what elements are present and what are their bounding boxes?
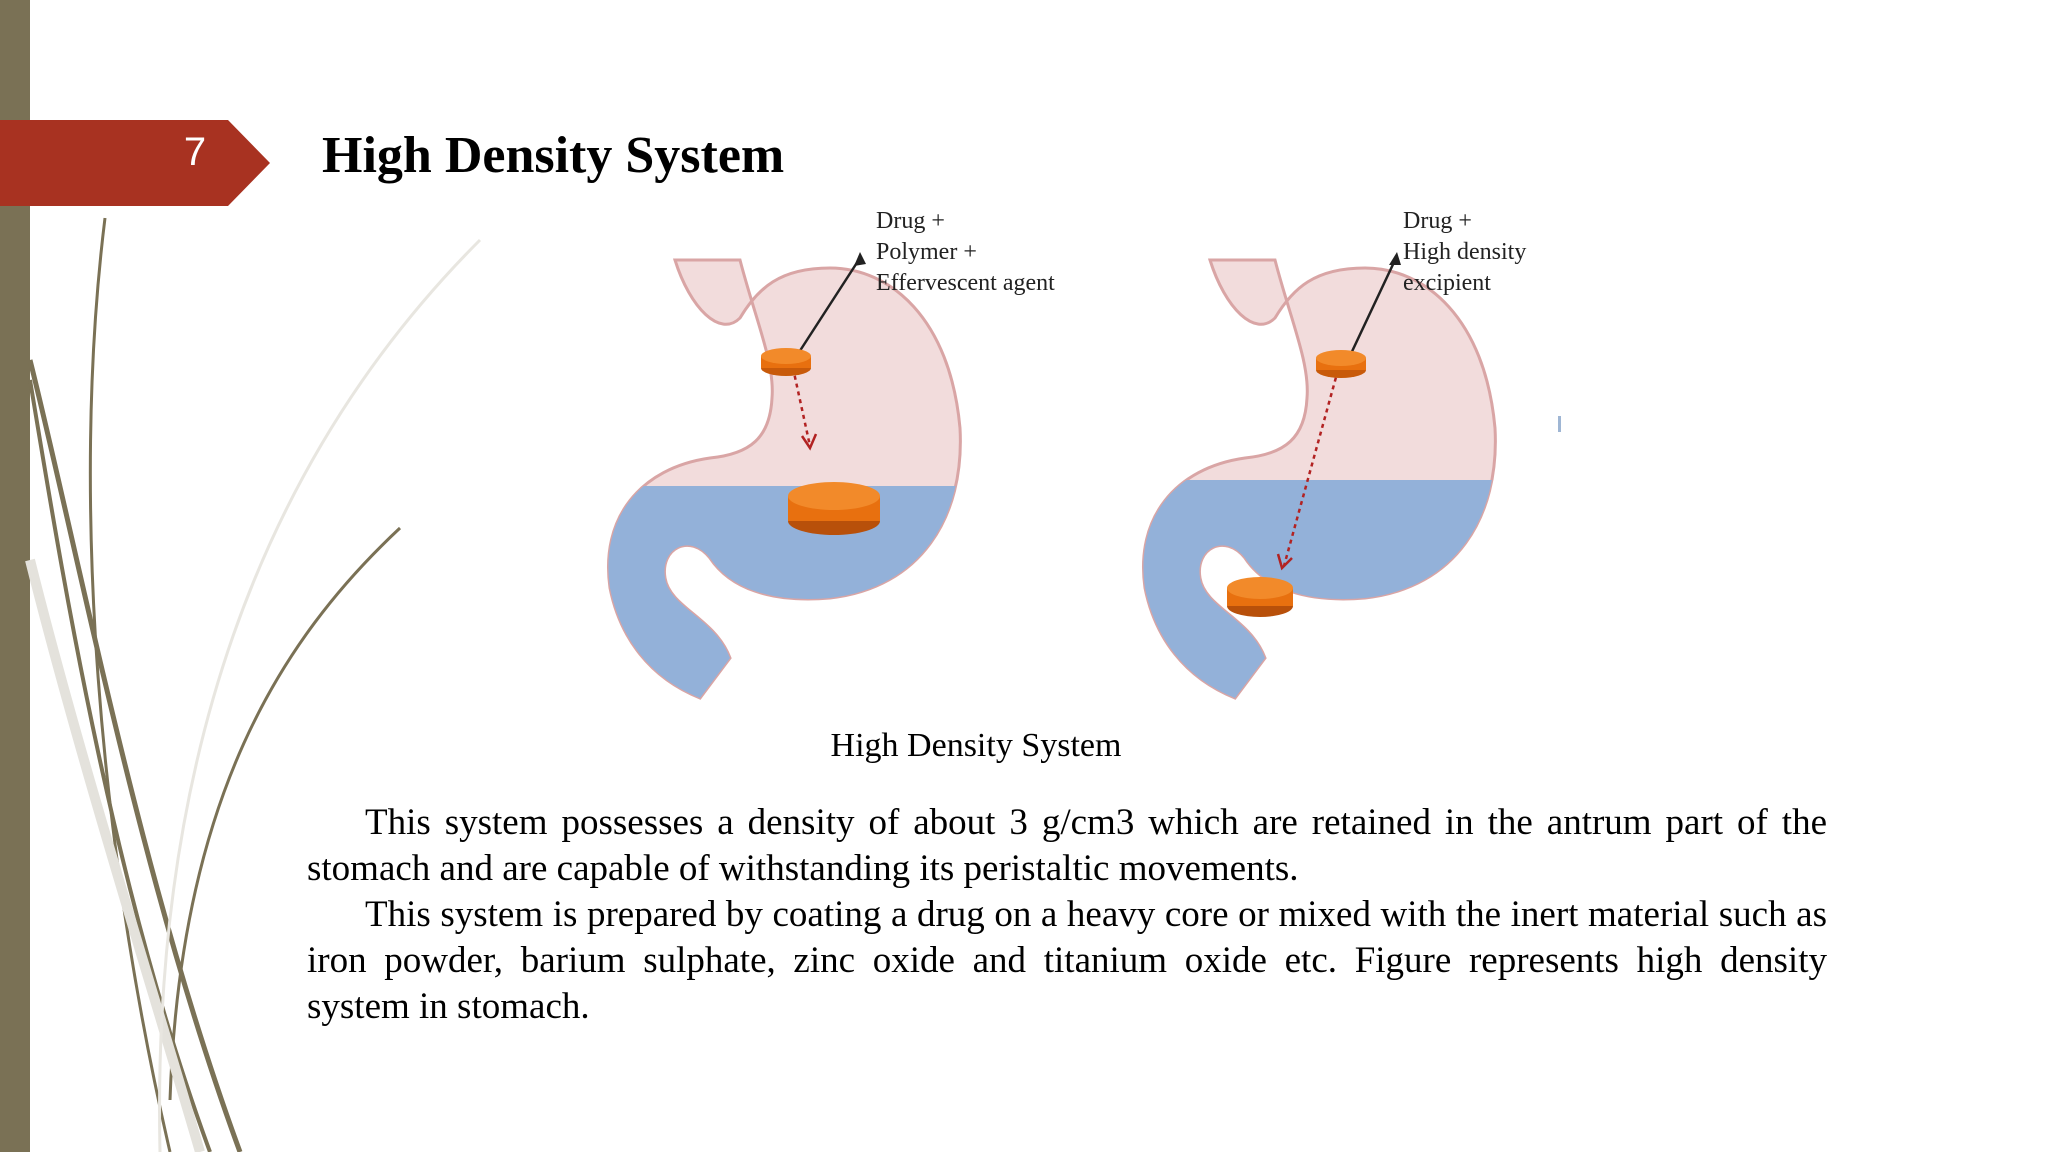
body-paragraph-1: This system possesses a density of about… (307, 802, 1827, 889)
left-figure-label-line2: Polymer + (876, 239, 977, 265)
right-figure-label-line3: excipient (1403, 270, 1491, 296)
left-figure-label-line3: Effervescent agent (876, 270, 1055, 296)
left-figure-label-line1: Drug + (876, 208, 945, 234)
slide-title: High Density System (322, 127, 785, 184)
tablet-disc-icon (1227, 577, 1293, 617)
body-paragraph-2: This system is prepared by coating a dru… (307, 894, 1827, 1027)
right-stomach-diagram: Drug + High density excipient (1142, 208, 1526, 700)
curved-lines-decoration (25, 217, 482, 1152)
body-text: This system possesses a density of about… (307, 800, 1827, 1030)
slide-number: 7 (183, 130, 207, 174)
right-figure-label-line1: Drug + (1403, 208, 1472, 234)
slide-number-tab (0, 120, 270, 206)
high-density-system-figure: Drug + Polymer + Effervescent agent Drug… (607, 208, 1526, 700)
tablet-disc-icon (1316, 350, 1366, 378)
figure-edge-mark (1558, 416, 1561, 432)
tablet-disc-icon (788, 482, 880, 535)
right-figure-label-line2: High density (1403, 239, 1526, 265)
figure-caption: High Density System (830, 727, 1122, 764)
left-stomach-diagram: Drug + Polymer + Effervescent agent (607, 208, 1055, 700)
tablet-disc-icon (761, 348, 811, 376)
